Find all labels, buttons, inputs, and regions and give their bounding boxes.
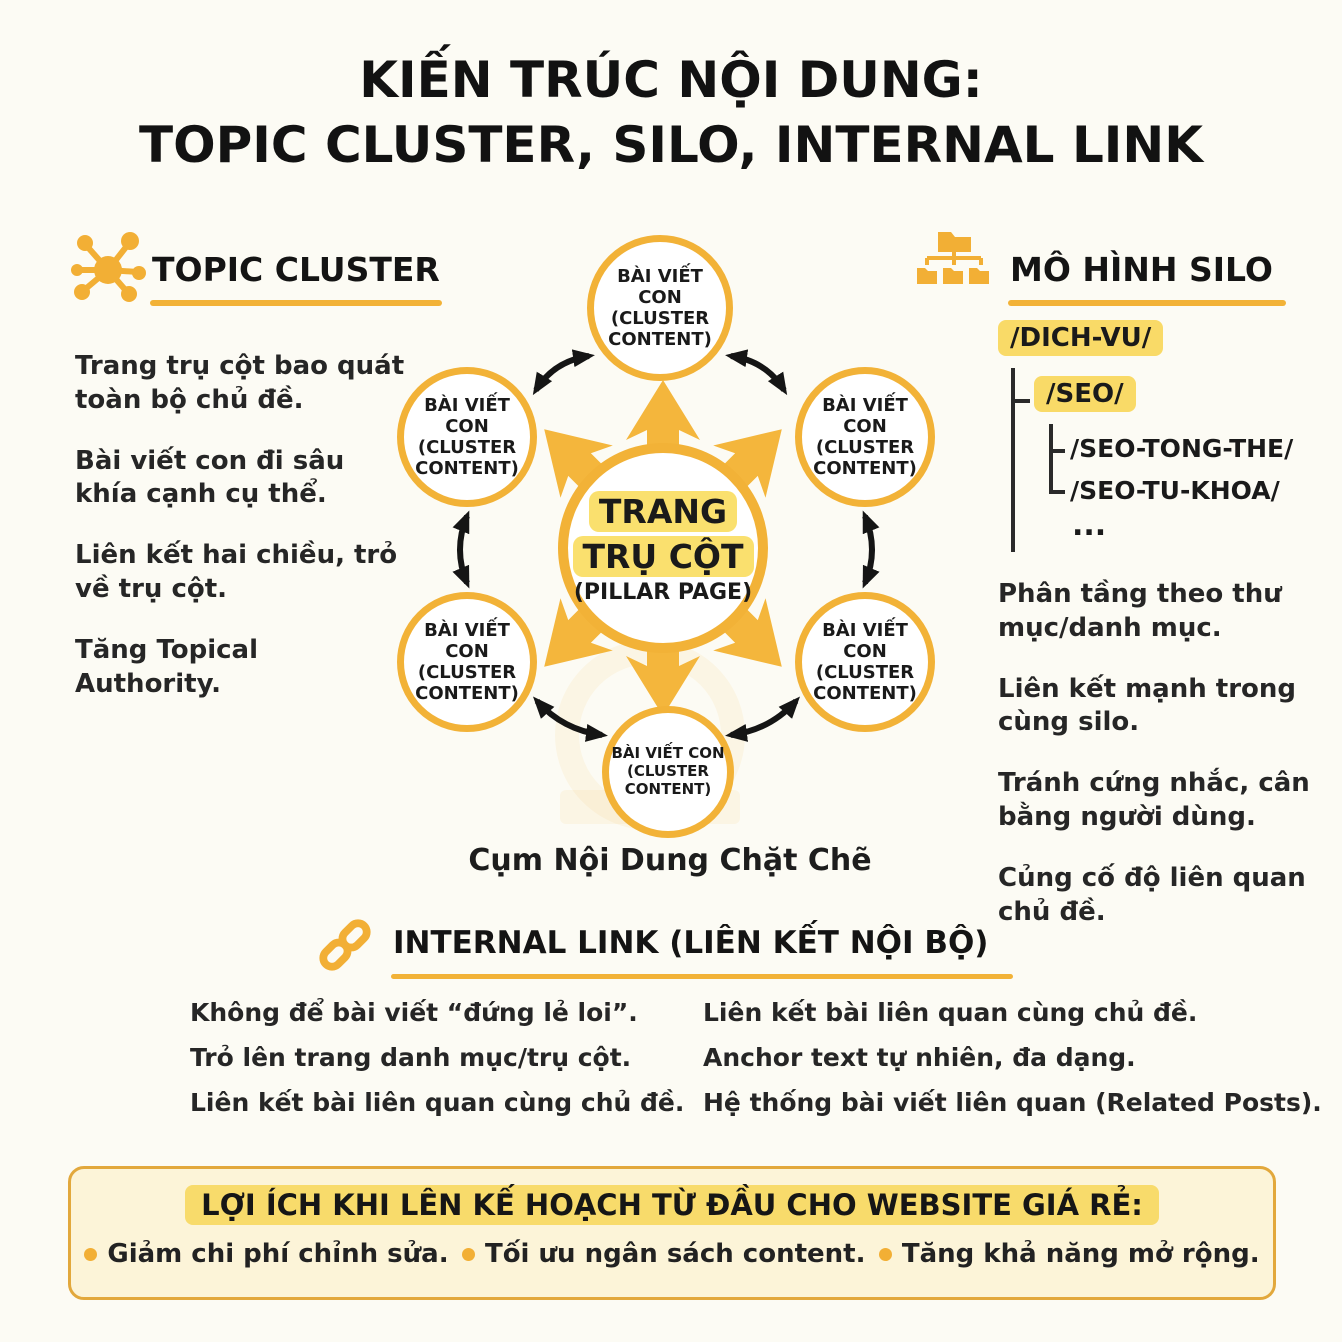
internal-link-point: Liên kết bài liên quan cùng chủ đề.: [703, 998, 1198, 1027]
bullet-dot-icon: [461, 1247, 475, 1261]
benefit-item-text: Tối ưu ngân sách content.: [484, 1239, 866, 1269]
internal-link-point: Anchor text tự nhiên, đa dạng.: [703, 1043, 1136, 1072]
silo-tree-line: [1049, 449, 1065, 453]
benefit-item-text: Tăng khả năng mở rộng.: [901, 1239, 1260, 1269]
satellite-label: (CLUSTER: [417, 437, 517, 458]
satellite-label: CON: [843, 640, 887, 662]
benefits-title-text: LỢI ÍCH KHI LÊN KẾ HOẠCH TỪ ĐẦU CHO WEBS…: [185, 1185, 1159, 1225]
silo-tree-line: [1011, 368, 1015, 552]
internal-link-left-points: Không để bài viết “đứng lẻ loi”. Trỏ lên…: [190, 998, 684, 1133]
internal-link-heading: INTERNAL LINK (LIÊN KẾT NỘI BỘ): [393, 925, 989, 961]
silo-tree-line: [1011, 399, 1030, 403]
satellite-label: BÀI VIẾT: [617, 265, 703, 287]
pillar-page-hub: TRANG TRỤ CỘT (PILLAR PAGE): [558, 443, 768, 653]
silo-tree-grandchild1: /SEO-TONG-THE/: [1070, 434, 1294, 463]
satellite-label: BÀI VIẾT: [822, 619, 908, 641]
folder-tree-icon: [914, 228, 992, 304]
silo-point: Liên kết mạnh trong cùng silo.: [998, 673, 1297, 738]
satellite-label: BÀI VIẾT: [822, 394, 908, 416]
topic-cluster-point: Tăng Topical Authority.: [75, 634, 258, 699]
internal-link-point: Không để bài viết “đứng lẻ loi”.: [190, 998, 638, 1027]
bullet-dot-icon: [878, 1247, 892, 1261]
satellite-label: (CLUSTER: [610, 308, 710, 329]
silo-point: Củng cố độ liên quan chủ đề.: [998, 862, 1306, 927]
page-title-line2: TOPIC CLUSTER, SILO, INTERNAL LINK: [138, 116, 1203, 174]
satellite-label: (CLUSTER: [417, 662, 517, 683]
benefit-item: Giảm chi phí chỉnh sửa.: [84, 1239, 449, 1269]
hub-label-line1: TRANG: [588, 491, 738, 532]
silo-points: Phân tầng theo thư mục/danh mục. Liên kế…: [998, 578, 1333, 956]
satellite-label: CONTENT): [415, 683, 519, 705]
internal-link-right-points: Liên kết bài liên quan cùng chủ đề. Anch…: [703, 998, 1322, 1133]
silo-underline: [1008, 300, 1286, 306]
benefit-item: Tối ưu ngân sách content.: [461, 1239, 866, 1269]
benefit-item: Tăng khả năng mở rộng.: [878, 1239, 1260, 1269]
silo-tree-child: /SEO/: [1034, 376, 1136, 412]
cluster-network-icon: [70, 230, 146, 310]
cluster-content-circle-top-right: BÀI VIẾT CON (CLUSTER CONTENT): [795, 367, 935, 507]
satellite-label: CON: [445, 415, 489, 437]
topic-cluster-underline: [150, 300, 442, 306]
satellite-label: (CLUSTER: [815, 662, 915, 683]
benefits-title: LỢI ÍCH KHI LÊN KẾ HOẠCH TỪ ĐẦU CHO WEBS…: [71, 1185, 1273, 1225]
silo-point: Phân tầng theo thư mục/danh mục.: [998, 579, 1282, 643]
bullet-dot-icon: [84, 1247, 98, 1261]
benefits-box: LỢI ÍCH KHI LÊN KẾ HOẠCH TỪ ĐẦU CHO WEBS…: [68, 1166, 1276, 1300]
silo-tree-root: /DICH-VU/: [998, 320, 1164, 356]
topic-cluster-point: Trang trụ cột bao quát toàn bộ chủ đề.: [75, 351, 405, 415]
silo-tree-line: [1049, 490, 1065, 494]
internal-link-point: Trỏ lên trang danh mục/trụ cột.: [190, 1043, 632, 1072]
silo-tree-line: [1049, 424, 1053, 494]
satellite-label: CONTENT): [813, 683, 917, 705]
cluster-content-circle-bottom-right: BÀI VIẾT CON (CLUSTER CONTENT): [795, 592, 935, 732]
silo-point: Tránh cứng nhắc, cân bằng người dùng.: [998, 768, 1310, 832]
silo-tree-more: ...: [1072, 508, 1107, 543]
cluster-content-circle-bottom-left: BÀI VIẾT CON (CLUSTER CONTENT): [397, 592, 537, 732]
satellite-label: (CLUSTER: [627, 762, 709, 781]
diagram-caption: Cụm Nội Dung Chặt Chẽ: [468, 843, 872, 878]
internal-link-point: Hệ thống bài viết liên quan (Related Pos…: [703, 1088, 1322, 1117]
satellite-label: CON: [843, 415, 887, 437]
satellite-label: (CLUSTER: [815, 437, 915, 458]
satellite-label: BÀI VIẾT CON: [611, 744, 725, 763]
cluster-content-circle-bottom: BÀI VIẾT CON (CLUSTER CONTENT): [602, 706, 734, 838]
silo-tree-grandchild2: /SEO-TU-KHOA/: [1070, 476, 1280, 505]
satellite-label: CONTENT): [415, 458, 519, 480]
satellite-label: CONTENT): [624, 779, 712, 798]
topic-cluster-point: Liên kết hai chiều, trỏ về trụ cột.: [75, 540, 398, 604]
cluster-content-circle-top-left: BÀI VIẾT CON (CLUSTER CONTENT): [397, 367, 537, 507]
satellite-label: CONTENT): [608, 329, 712, 351]
satellite-label: BÀI VIẾT: [424, 619, 510, 641]
satellite-label: CON: [638, 286, 682, 308]
page-title-line1: KIẾN TRÚC NỘI DUNG:: [359, 51, 983, 109]
satellite-label: CON: [445, 640, 489, 662]
satellite-label: BÀI VIẾT: [424, 394, 510, 416]
hub-label-line2: TRỤ CỘT: [572, 536, 754, 577]
topic-cluster-points: Trang trụ cột bao quát toàn bộ chủ đề. B…: [75, 350, 413, 728]
topic-cluster-point: Bài viết con đi sâu khía cạnh cụ thể.: [75, 445, 345, 510]
internal-link-point: Liên kết bài liên quan cùng chủ đề.: [190, 1088, 685, 1117]
hub-subtitle: (PILLAR PAGE): [573, 580, 753, 605]
internal-link-underline: [391, 974, 1013, 979]
cluster-content-circle-top: BÀI VIẾT CON (CLUSTER CONTENT): [587, 235, 733, 381]
topic-cluster-heading: TOPIC CLUSTER: [152, 250, 440, 289]
page-title: KIẾN TRÚC NỘI DUNG: TOPIC CLUSTER, SILO,…: [0, 48, 1342, 178]
benefit-item-text: Giảm chi phí chỉnh sửa.: [107, 1239, 449, 1269]
benefits-items: Giảm chi phí chỉnh sửa. Tối ưu ngân sách…: [71, 1239, 1273, 1269]
chain-link-icon: [314, 914, 376, 980]
satellite-label: CONTENT): [813, 458, 917, 480]
silo-heading: MÔ HÌNH SILO: [1010, 250, 1273, 289]
